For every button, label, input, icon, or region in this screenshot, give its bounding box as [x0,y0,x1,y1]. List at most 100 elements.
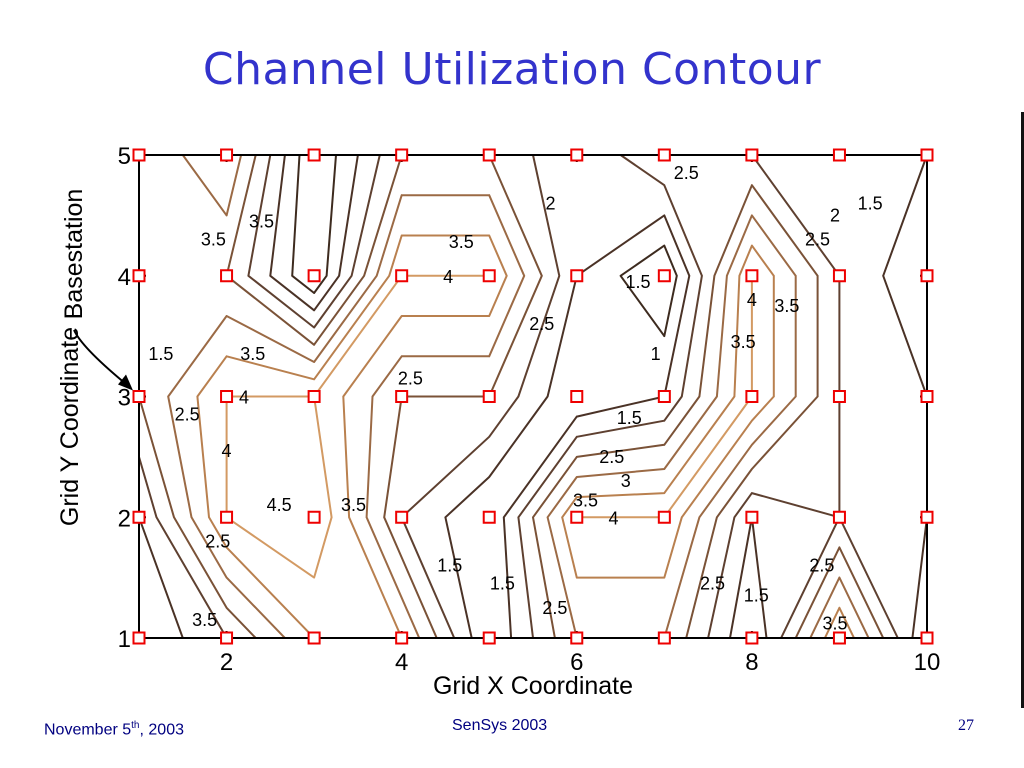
contour-label: 3.5 [201,230,226,250]
y-axis-label: Grid Y Coordinate [56,327,84,526]
grid-marker [832,148,846,162]
contour-label: 2.5 [599,447,624,467]
footer-page-number: 27 [958,717,974,734]
contour-label: 1.5 [617,408,642,428]
grid-marker [482,269,496,283]
grid-marker [832,390,846,403]
x-tick-label: 6 [570,649,583,676]
footer-date: November 5th, 2003 [44,716,184,740]
contour-label: 2 [830,205,840,225]
grid-marker [570,631,584,645]
x-tick-label: 8 [745,649,758,676]
contour-label: 4.5 [267,495,292,515]
contour-label: 3.5 [774,296,799,316]
grid-marker [220,390,234,403]
y-tick-label: 5 [118,143,131,170]
grid-marker [220,510,234,524]
grid-marker [395,390,409,403]
grid-marker [482,510,496,524]
contour-line-3 [167,154,870,639]
x-tick-label: 2 [220,649,233,676]
grid-marker [657,390,671,403]
contour-label: 2.5 [805,230,830,250]
grid-marker [657,631,671,645]
slide-edge-divider [1021,112,1024,708]
contour-label: 1.5 [437,556,462,576]
grid-marker [395,269,409,283]
basestation-annotation: Basestation [60,189,133,391]
contour-label: 2.5 [175,405,200,425]
footer-date-suffix: th [131,720,140,731]
footer-date-main: November 5 [44,721,132,739]
grid-marker [132,269,146,283]
grid-marker [920,510,934,524]
grid-marker [745,269,759,283]
grid-marker [657,510,671,524]
contour-label: 3.5 [249,211,274,231]
contour-label: 2.5 [398,368,423,388]
grid-marker [832,631,846,645]
x-tick-label: 4 [395,649,408,676]
grid-marker [307,269,321,283]
footer-conference: SenSys 2003 [452,717,548,734]
contour-labels: 1.52.533.5443.5444.53.53.51.52.51.51.52.… [148,163,882,633]
grid-markers [132,148,934,645]
contour-label: 2.5 [674,163,699,183]
x-tick-label: 10 [914,649,941,676]
y-tick-label: 3 [118,385,131,412]
contour-label: 3.5 [192,610,217,630]
contour-label: 4 [609,508,619,528]
grid-marker [307,631,321,645]
basestation-label: Basestation [60,189,88,320]
contour-label: 3 [621,471,631,491]
contour-label: 2.5 [529,314,554,334]
grid-marker [832,510,846,524]
grid-marker [570,148,584,162]
grid-marker [920,390,934,403]
grid-marker [395,631,409,645]
grid-marker [307,510,321,524]
contour-label: 2.5 [205,531,230,551]
grid-marker [220,148,234,162]
grid-marker [920,631,934,645]
grid-marker [570,510,584,524]
basestation-arrowhead [118,374,133,391]
grid-marker [132,390,146,403]
grid-marker [132,148,146,162]
contour-label: 1.5 [626,272,651,292]
grid-marker [395,510,409,524]
grid-marker [307,148,321,162]
contour-lines [138,154,928,639]
y-tick-label: 4 [118,264,131,291]
grid-marker [307,390,321,403]
contour-label: 3.5 [449,232,474,252]
grid-marker [920,148,934,162]
grid-marker [745,631,759,645]
contour-label: 3.5 [240,344,265,364]
contour-label: 3.5 [341,495,366,515]
grid-marker [832,269,846,283]
contour-label: 2.5 [809,556,834,576]
grid-marker [482,390,496,403]
grid-marker [220,631,234,645]
y-tick-label: 1 [118,626,131,653]
grid-marker [657,148,671,162]
contour-label: 1 [651,344,661,364]
grid-marker [745,510,759,524]
contour-label: 2.5 [700,574,725,594]
contour-label: 3.5 [573,490,598,510]
contour-label: 1.5 [858,193,883,213]
grid-marker [745,390,759,403]
grid-marker [132,510,146,524]
contour-line-2 [138,154,899,639]
contour-label: 4 [747,290,757,310]
contour-label: 2.5 [542,598,567,618]
footer-date-year: , 2003 [139,721,184,739]
basestation-arrow [73,329,130,388]
grid-marker [920,269,934,283]
grid-marker [745,148,759,162]
contour-label: 1.5 [490,574,515,594]
slide-title: Channel Utilization Contour [202,44,822,95]
grid-marker [657,269,671,283]
